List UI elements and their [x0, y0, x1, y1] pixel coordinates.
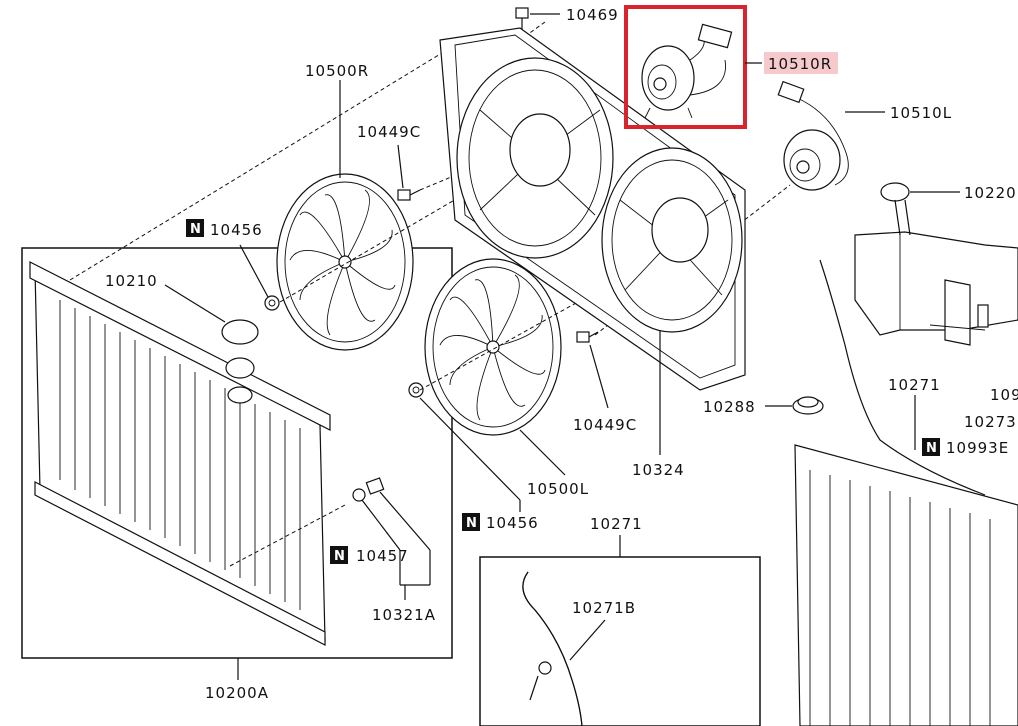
n-badge-10456-bottom: N — [462, 513, 480, 531]
label-10324: 10324 — [632, 461, 685, 479]
label-10510L: 10510L — [890, 104, 952, 122]
nut-10456-bottom — [408, 382, 424, 398]
label-10500L: 10500L — [527, 480, 589, 498]
label-10449C-top: 10449C — [357, 123, 421, 141]
n-badge-10993E: N — [922, 438, 940, 456]
n-badge-10456-top: N — [186, 219, 204, 237]
hose-10271B — [522, 571, 583, 726]
radiator-cap — [221, 319, 259, 345]
nut-10456-top — [264, 295, 280, 311]
label-10321A: 10321A — [372, 606, 436, 624]
label-10271B: 10271B — [572, 599, 636, 617]
svg-text:N: N — [926, 441, 937, 456]
radiator-right-partial — [794, 444, 1018, 726]
label-109: 109 — [990, 386, 1018, 404]
label-10288: 10288 — [703, 398, 756, 416]
label-10457: 10457 — [356, 547, 409, 565]
reservoir-tank — [854, 182, 1018, 336]
radiator-core — [29, 261, 331, 646]
highlight-label-bg-10510R — [764, 52, 838, 74]
label-10469: 10469 — [566, 6, 619, 24]
fan-blade-10500L — [424, 258, 562, 436]
label-10456-bottom: 10456 — [486, 514, 539, 532]
bolt-10449C-bottom — [576, 331, 599, 343]
hose-10271-right — [819, 259, 986, 496]
label-10210: 10210 — [105, 272, 158, 290]
svg-text:N: N — [334, 549, 345, 564]
radiator-group-frame — [21, 247, 453, 659]
fan-motor-10510L — [777, 80, 849, 191]
label-10449C-bottom: 10449C — [573, 416, 637, 434]
fan-blade-10500R — [276, 173, 414, 351]
fan-shroud-10324 — [439, 27, 746, 391]
svg-text:N: N — [190, 222, 201, 237]
label-10510R: 10510R — [768, 55, 832, 73]
reservoir-bracket — [929, 279, 989, 346]
label-10200A: 10200A — [205, 684, 269, 702]
n-badge-10457: N — [330, 546, 348, 564]
cap-10288 — [792, 396, 824, 415]
label-10500R: 10500R — [305, 62, 369, 80]
hose-group-frame — [479, 556, 761, 726]
clamp-10271B — [529, 661, 552, 701]
label-10993E: 10993E — [946, 439, 1009, 457]
highlight-box-10510R — [624, 5, 747, 129]
label-10273: 10273 — [964, 413, 1017, 431]
svg-text:N: N — [466, 516, 477, 531]
fan-motor-10510R — [641, 23, 733, 119]
bolt-10469 — [515, 7, 529, 30]
label-10271-right: 10271 — [888, 376, 941, 394]
label-10456-top: 10456 — [210, 221, 263, 239]
label-10220: 10220 — [964, 184, 1017, 202]
label-10271-center: 10271 — [590, 515, 643, 533]
bolt-10449C-top — [397, 189, 421, 201]
